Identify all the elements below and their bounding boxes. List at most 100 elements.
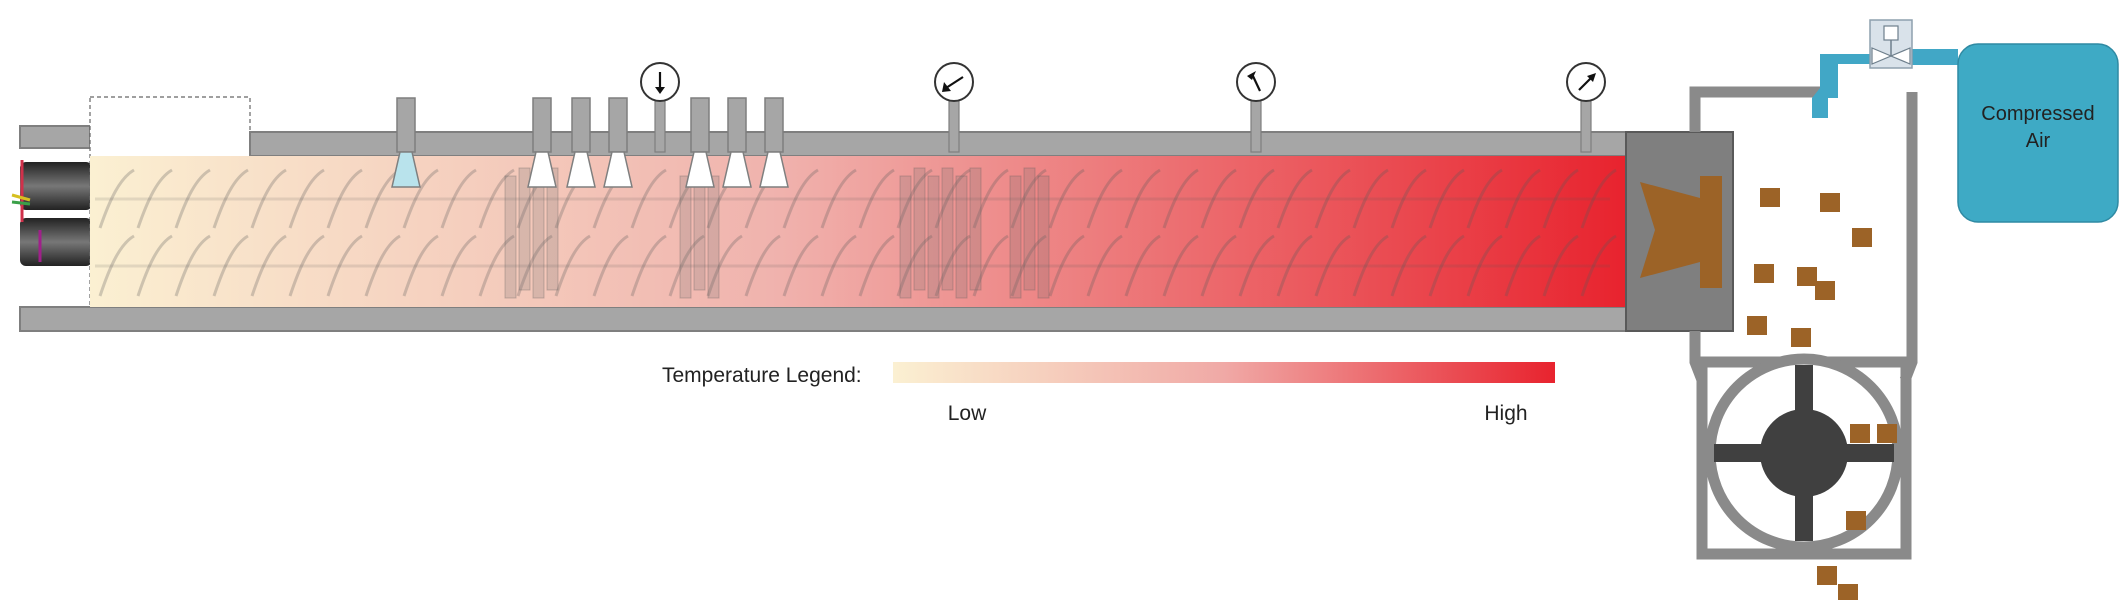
rotary-cutter	[1704, 353, 1904, 553]
temperature-legend: Temperature Legend: Low High	[662, 362, 1555, 425]
screw-flight	[1048, 234, 1085, 297]
pellets	[1747, 188, 1897, 600]
kneading-disc	[955, 175, 968, 299]
gauge-icon	[934, 62, 974, 153]
funnel-icon	[759, 97, 789, 188]
screw-flight	[592, 234, 629, 297]
screw-flight	[934, 168, 971, 229]
kneading-disc	[546, 167, 559, 291]
kneading-disc	[1037, 175, 1050, 299]
funnel-icon	[566, 97, 596, 188]
kneading-disc	[927, 175, 940, 299]
screw-flight	[402, 234, 439, 297]
screw-flight	[1580, 234, 1617, 297]
kneading-disc	[1023, 167, 1036, 291]
screw-flight	[136, 168, 173, 229]
funnel-icon	[527, 97, 557, 188]
screw-flight	[288, 168, 325, 229]
screw-flight	[1124, 234, 1161, 297]
screw-flight	[820, 234, 857, 297]
kneading-disc	[679, 175, 692, 299]
die-plate	[1625, 131, 1734, 332]
screw-flight	[440, 168, 477, 229]
funnel-icon	[603, 97, 633, 188]
screw-flight	[1504, 168, 1541, 229]
screw-flight	[440, 234, 477, 297]
heated-barrel-interior	[90, 156, 1626, 307]
screw-flight	[364, 234, 401, 297]
kneading-blocks	[504, 167, 1050, 299]
screw-flight	[1390, 168, 1427, 229]
screw-flight	[174, 168, 211, 229]
screw-flight	[516, 234, 553, 297]
screw-flight	[212, 168, 249, 229]
screw-flight	[1200, 168, 1237, 229]
screw-flight	[744, 234, 781, 297]
screw-flight	[478, 234, 515, 297]
pellet-icon	[1817, 566, 1837, 585]
pellet-icon	[1850, 424, 1870, 443]
pellet-icon	[1797, 267, 1817, 286]
kneading-disc	[969, 167, 982, 291]
screw-flight	[1086, 234, 1123, 297]
compressed-air-tank: Compressed Air	[1957, 43, 2119, 223]
screw-flight	[630, 234, 667, 297]
screw-flight	[1428, 234, 1465, 297]
screw-flight	[934, 234, 971, 297]
gauge-icon	[1236, 62, 1276, 153]
funnel-icon	[685, 97, 715, 188]
kneading-disc	[518, 167, 531, 291]
pressure-gauges	[640, 62, 1606, 153]
valve-icon	[1869, 19, 1913, 69]
drive-motor	[11, 125, 92, 266]
gauge-icon	[1566, 62, 1606, 153]
kneading-disc	[1009, 175, 1022, 299]
tank-label-line1: Compressed	[1981, 103, 2094, 125]
screw-flight	[820, 168, 857, 229]
pellet-icon	[1815, 281, 1835, 300]
screw-flight	[136, 234, 173, 297]
pellet-icon	[1754, 264, 1774, 283]
kneading-disc	[707, 175, 720, 299]
kneading-disc	[941, 167, 954, 291]
screw-flight	[554, 234, 591, 297]
pellet-icon	[1760, 188, 1780, 207]
screw-flight	[1466, 234, 1503, 297]
screw-flight	[288, 234, 325, 297]
screw-flight	[98, 234, 135, 297]
screw-flight	[1428, 168, 1465, 229]
screw-flight	[1542, 234, 1579, 297]
screw-flight	[326, 234, 363, 297]
screw-flight	[174, 234, 211, 297]
screw-flight	[782, 168, 819, 229]
pellet-icon	[1791, 328, 1811, 347]
screw-flight	[1162, 168, 1199, 229]
screw-flight	[402, 168, 439, 229]
screw-flight	[1276, 168, 1313, 229]
legend-high-label: High	[1484, 402, 1527, 425]
screw-flight	[1162, 234, 1199, 297]
tank-label-line2: Air	[2026, 130, 2051, 152]
screw-flight	[1466, 168, 1503, 229]
pellet-icon	[1877, 424, 1897, 443]
kneading-disc	[504, 175, 517, 299]
kneading-disc	[532, 175, 545, 299]
screw-flight	[478, 168, 515, 229]
screw-flight	[326, 168, 363, 229]
pellet-icon	[1852, 228, 1872, 247]
screw-flight	[1048, 168, 1085, 229]
screw-flight	[706, 234, 743, 297]
screw-flight	[1010, 234, 1047, 297]
screw-flight	[782, 234, 819, 297]
pellet-icon	[1846, 511, 1866, 530]
screw-flight	[668, 234, 705, 297]
legend-label: Temperature Legend:	[662, 364, 862, 387]
kneading-disc	[913, 167, 926, 291]
screw-flight	[972, 234, 1009, 297]
screw-flight	[1352, 168, 1389, 229]
screw-flight	[250, 234, 287, 297]
screw-flight	[972, 168, 1009, 229]
screw-flight	[1276, 234, 1313, 297]
screw-flight	[858, 168, 895, 229]
twin-screws	[95, 168, 1617, 297]
